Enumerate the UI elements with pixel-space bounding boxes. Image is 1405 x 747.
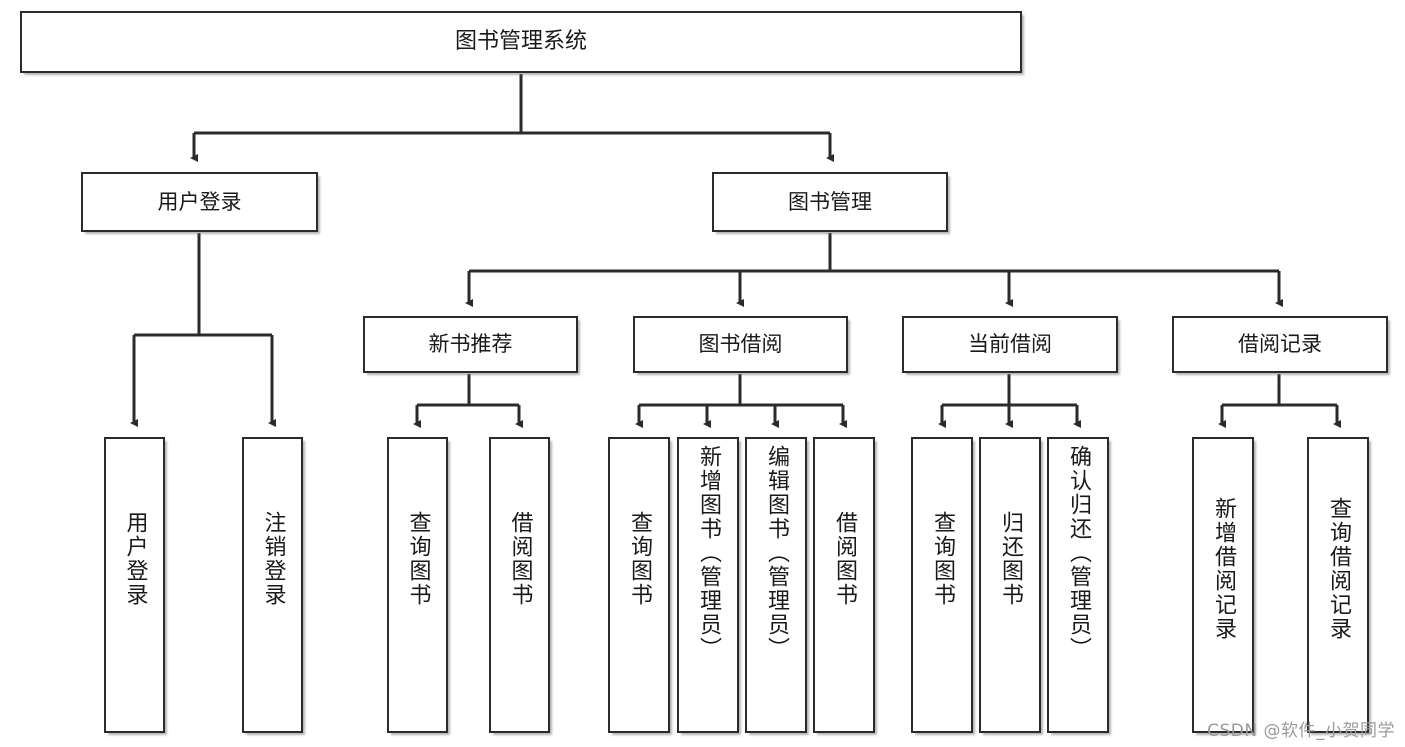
node-user-login[interactable]: 用户登录 [81, 172, 318, 232]
leaf-book-borrow-borrow[interactable]: 借阅图书 [813, 437, 875, 733]
leaf-current-borrow-return[interactable]: 归还图书 [979, 437, 1041, 733]
leaf-book-borrow-edit-label: 编辑图书（管理员） [764, 445, 789, 661]
leaf-book-borrow-query[interactable]: 查询图书 [608, 437, 670, 733]
leaf-new-book-query[interactable]: 查询图书 [387, 437, 448, 733]
leaf-user-login-logout-label: 注销登录 [260, 511, 286, 607]
node-new-book-recommend[interactable]: 新书推荐 [363, 316, 578, 373]
node-book-management-label: 图书管理 [788, 189, 872, 214]
node-root-label: 图书管理系统 [454, 29, 587, 55]
leaf-book-borrow-edit[interactable]: 编辑图书（管理员） [745, 437, 807, 733]
leaf-book-borrow-add-label: 新增图书（管理员） [696, 445, 721, 661]
leaf-borrow-record-add-label: 新增借阅记录 [1211, 497, 1236, 641]
leaf-borrow-record-add[interactable]: 新增借阅记录 [1192, 437, 1254, 733]
node-book-borrow-label: 图书借阅 [698, 332, 783, 357]
leaf-current-borrow-confirm[interactable]: 确认归还（管理员） [1047, 437, 1109, 733]
node-book-management[interactable]: 图书管理 [712, 172, 948, 232]
leaf-user-login-login[interactable]: 用户登录 [104, 437, 165, 733]
leaf-borrow-record-query[interactable]: 查询借阅记录 [1307, 437, 1369, 733]
leaf-new-book-borrow-label: 借阅图书 [507, 511, 533, 607]
node-borrow-record[interactable]: 借阅记录 [1172, 316, 1388, 373]
leaf-current-borrow-query[interactable]: 查询图书 [911, 437, 973, 733]
leaf-user-login-logout[interactable]: 注销登录 [242, 437, 303, 733]
node-root[interactable]: 图书管理系统 [20, 11, 1022, 73]
node-current-borrow-label: 当前借阅 [968, 332, 1052, 357]
node-book-borrow[interactable]: 图书借阅 [633, 316, 848, 373]
leaf-current-borrow-return-label: 归还图书 [998, 511, 1023, 607]
leaf-current-borrow-query-label: 查询图书 [930, 511, 955, 607]
leaf-borrow-record-query-label: 查询借阅记录 [1326, 497, 1351, 641]
leaf-book-borrow-query-label: 查询图书 [627, 511, 652, 607]
node-current-borrow[interactable]: 当前借阅 [902, 316, 1118, 373]
leaf-book-borrow-borrow-label: 借阅图书 [832, 511, 857, 607]
node-borrow-record-label: 借阅记录 [1238, 332, 1322, 357]
leaf-new-book-borrow[interactable]: 借阅图书 [489, 437, 550, 733]
leaf-user-login-login-label: 用户登录 [122, 511, 148, 607]
node-new-book-recommend-label: 新书推荐 [428, 332, 513, 357]
node-user-login-label: 用户登录 [157, 189, 242, 214]
watermark-text: CSDN @软件_小贺同学 [1207, 721, 1395, 741]
leaf-book-borrow-add[interactable]: 新增图书（管理员） [677, 437, 739, 733]
leaf-current-borrow-confirm-label: 确认归还（管理员） [1066, 445, 1091, 661]
leaf-new-book-query-label: 查询图书 [405, 511, 431, 607]
